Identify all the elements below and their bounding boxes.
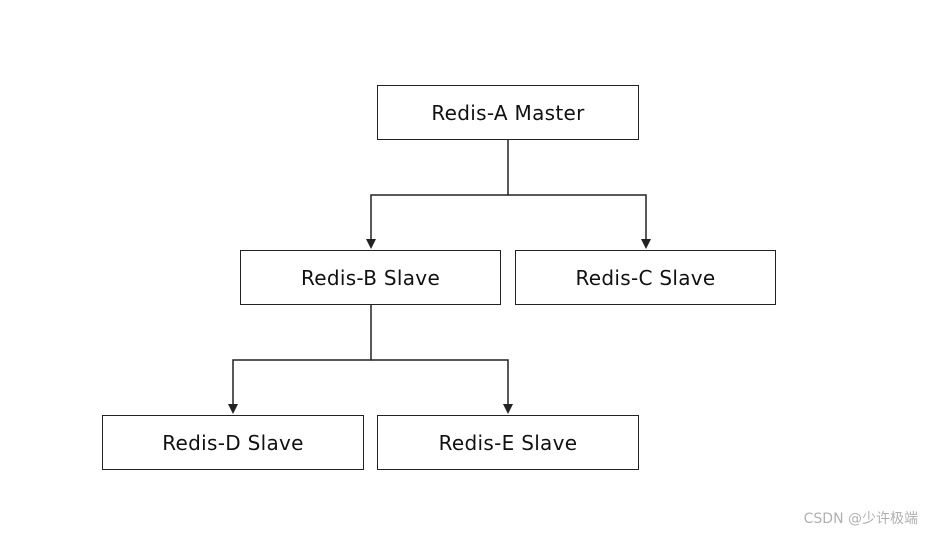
node-redis-d-slave: Redis-D Slave (102, 415, 364, 470)
node-label: Redis-D Slave (162, 430, 304, 455)
node-redis-c-slave: Redis-C Slave (515, 250, 776, 305)
node-label: Redis-A Master (431, 100, 585, 125)
node-label: Redis-E Slave (438, 430, 578, 455)
edge-a-b (366, 140, 509, 249)
edge-b-d (228, 305, 372, 414)
node-redis-a-master: Redis-A Master (377, 85, 639, 140)
edge-a-c (508, 194, 651, 249)
node-redis-b-slave: Redis-B Slave (240, 250, 501, 305)
edge-b-e (371, 359, 513, 414)
node-label: Redis-C Slave (575, 265, 716, 290)
node-redis-e-slave: Redis-E Slave (377, 415, 639, 470)
node-label: Redis-B Slave (300, 265, 441, 290)
watermark-text: CSDN @少许极端 (803, 511, 918, 527)
